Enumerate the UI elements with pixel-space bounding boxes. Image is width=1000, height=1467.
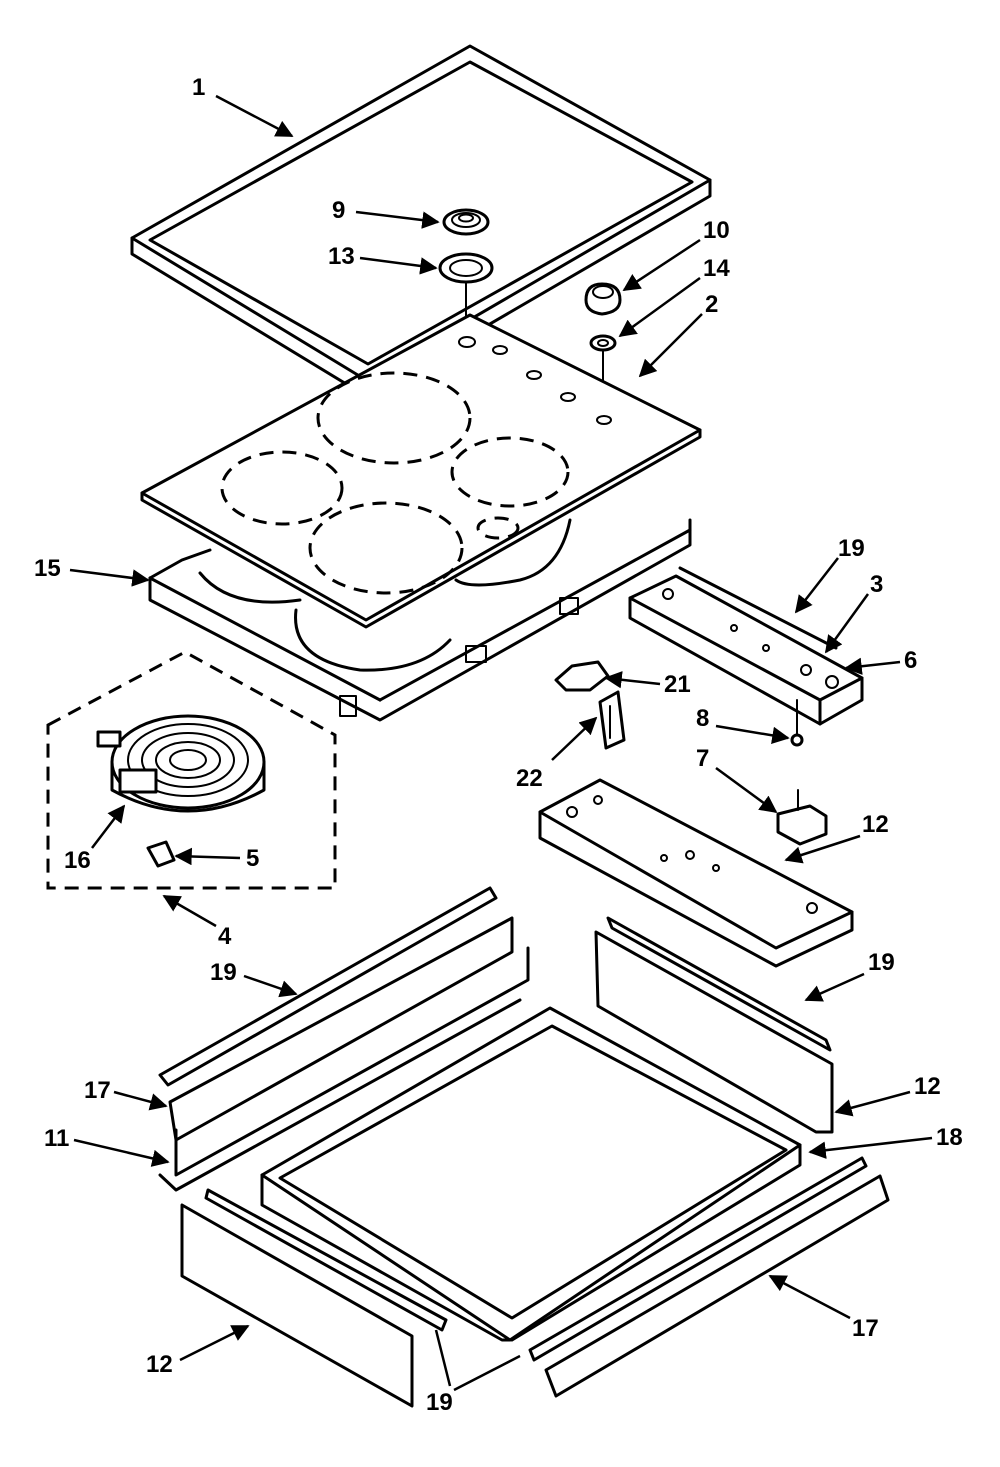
callout-22: 22 — [516, 716, 598, 792]
control-panel-part — [628, 566, 864, 726]
callout-15: 15 — [34, 555, 150, 587]
callout-label: 13 — [328, 243, 355, 270]
control-housing-part — [538, 778, 854, 968]
callout-5: 5 — [174, 845, 259, 872]
callout-12-top: 12 — [784, 811, 889, 864]
callout-8: 8 — [696, 705, 790, 745]
callout-12-mid: 12 — [834, 1073, 941, 1117]
callout-6: 6 — [844, 647, 917, 675]
callout-label: 22 — [516, 765, 543, 792]
callout-7: 7 — [696, 745, 778, 814]
callout-label: 3 — [870, 571, 883, 598]
callout-18: 18 — [808, 1124, 963, 1159]
callout-label: 7 — [696, 745, 709, 772]
callout-19-left: 19 — [210, 959, 298, 998]
callout-label: 1 — [192, 74, 205, 101]
callout-label: 19 — [868, 949, 895, 976]
callout-label: 12 — [146, 1351, 173, 1378]
callout-label: 6 — [904, 647, 917, 674]
callout-label: 9 — [332, 197, 345, 224]
callout-label: 2 — [705, 291, 718, 318]
knob-part — [442, 208, 490, 236]
callout-1: 1 — [192, 74, 294, 138]
callout-label: 12 — [914, 1073, 941, 1100]
callout-16: 16 — [64, 804, 126, 874]
callout-12-bottom: 12 — [146, 1324, 250, 1378]
switch-part — [554, 660, 828, 846]
callout-label: 15 — [34, 555, 61, 582]
callout-label: 16 — [64, 847, 91, 874]
cooktop-frame-part — [130, 44, 712, 398]
callout-2: 2 — [638, 291, 718, 378]
callout-3: 3 — [824, 571, 883, 654]
burner-box-part — [148, 518, 692, 722]
callout-label: 21 — [664, 671, 691, 698]
callout-label: 11 — [44, 1125, 69, 1152]
callout-21: 21 — [604, 671, 691, 698]
callout-19-right: 19 — [804, 949, 895, 1002]
callout-11: 11 — [44, 1125, 170, 1167]
callout-label: 17 — [852, 1315, 879, 1342]
callout-label: 19 — [210, 959, 237, 986]
callout-label: 18 — [936, 1124, 963, 1151]
callout-label: 12 — [862, 811, 889, 838]
callout-label: 5 — [246, 845, 259, 872]
callout-19-top: 19 — [794, 535, 865, 614]
callout-label: 19 — [838, 535, 865, 562]
callout-label: 17 — [84, 1077, 111, 1104]
burner-assembly-part — [46, 650, 337, 890]
callout-4: 4 — [162, 894, 232, 950]
lower-rails-part — [158, 886, 890, 1408]
callout-17-right: 17 — [768, 1274, 879, 1342]
callout-label: 14 — [703, 255, 730, 282]
callout-19-bottom: 19 — [426, 1329, 521, 1416]
callout-label: 8 — [696, 705, 709, 732]
callout-13: 13 — [328, 243, 438, 275]
callout-14: 14 — [618, 255, 730, 338]
callout-9: 9 — [332, 197, 440, 229]
glass-top-part — [140, 313, 702, 629]
callout-label: 19 — [426, 1389, 453, 1416]
callout-label: 4 — [218, 923, 232, 950]
callout-label: 10 — [703, 217, 730, 244]
callout-17-left: 17 — [84, 1077, 168, 1111]
callout-10: 10 — [622, 217, 730, 292]
